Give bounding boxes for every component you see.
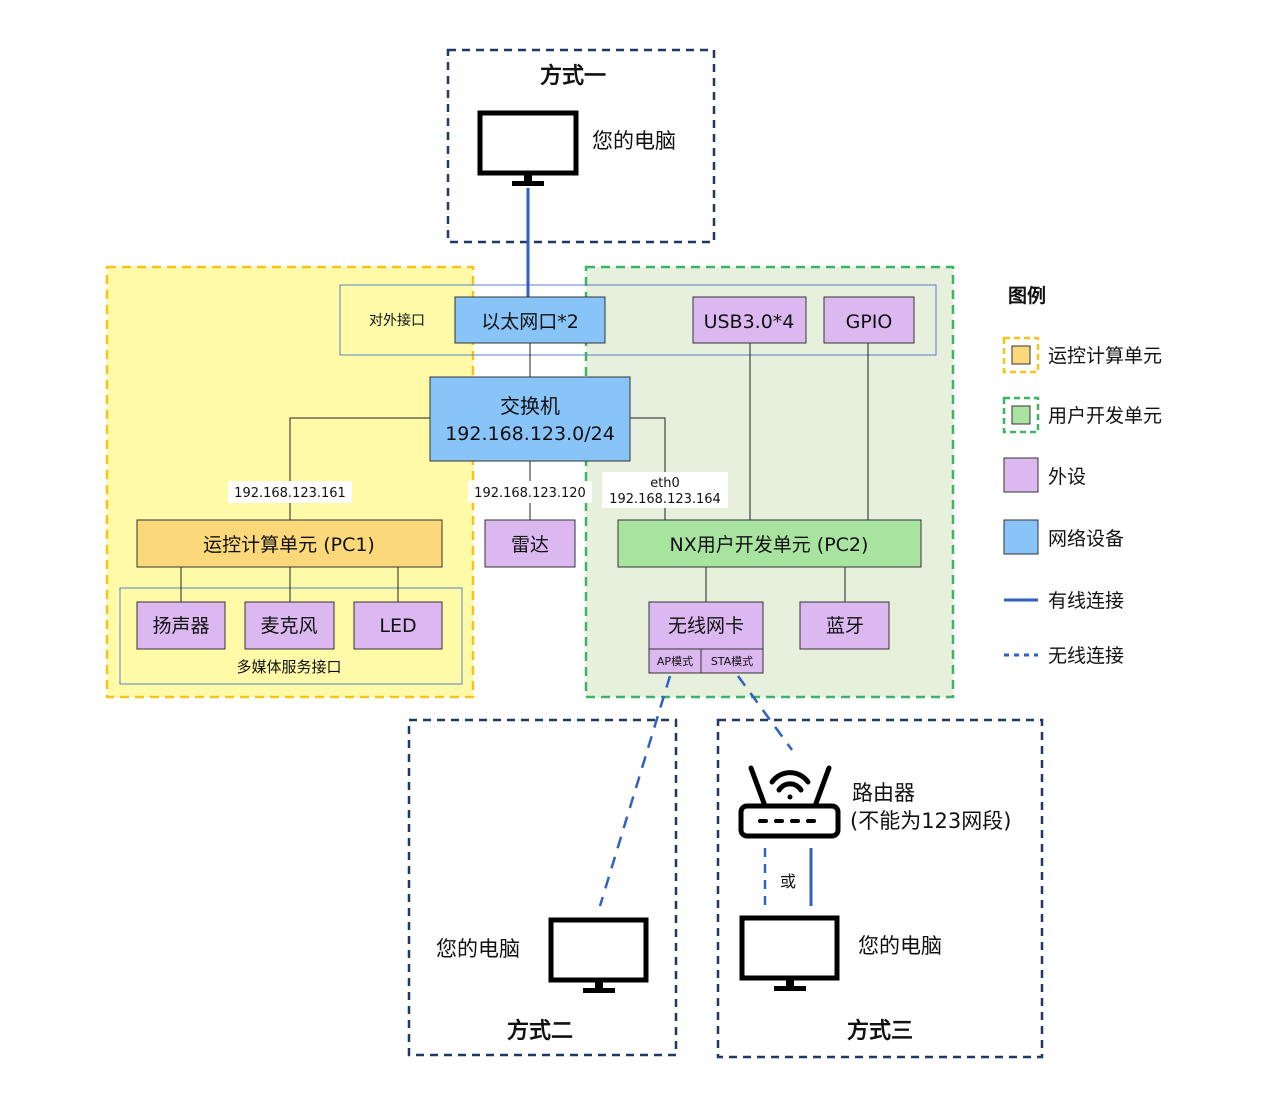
legend-swatch-dev (1002, 396, 1040, 434)
usb-port (692, 296, 807, 344)
ethernet-port (454, 296, 606, 344)
switch-box (429, 376, 631, 462)
method2-title: 方式二 (507, 1018, 573, 1044)
method1-computer-label: 您的电脑 (592, 129, 676, 153)
legend-swatch-peripheral (1003, 457, 1039, 493)
pc1-label: 运控计算单元 (PC1) (203, 534, 375, 556)
legend-swatch-network (1003, 519, 1039, 555)
method1-title: 方式一 (540, 63, 606, 89)
mic-label: 麦克风 (260, 615, 317, 637)
router-note: (不能为123网段) (850, 809, 1011, 833)
radar-box (484, 519, 576, 568)
usb-port-label: USB3.0*4 (704, 311, 795, 333)
router-label: 路由器 (852, 781, 915, 805)
router-icon (738, 765, 841, 839)
or-label: 或 (780, 872, 796, 891)
speaker-box (136, 601, 226, 650)
legend-label-wired: 有线连接 (1048, 590, 1124, 612)
multimedia-label: 多媒体服务接口 (236, 658, 341, 676)
wireless-link-ap (598, 675, 672, 907)
pc2-iface: eth0 (650, 476, 680, 491)
switch-subnet: 192.168.123.0/24 (445, 423, 615, 445)
pc1-ip: 192.168.123.161 (234, 486, 346, 501)
legend-label-motion: 运控计算单元 (1048, 345, 1162, 367)
method3-computer-label: 您的电脑 (858, 934, 942, 958)
mic-box (244, 601, 335, 650)
legend-label-wireless: 无线连接 (1048, 645, 1124, 667)
pc2-ip: 192.168.123.164 (609, 492, 721, 507)
speaker-label: 扬声器 (152, 615, 209, 637)
legend-label-network: 网络设备 (1048, 528, 1124, 550)
legend-title: 图例 (1008, 284, 1046, 307)
legend-label-dev: 用户开发单元 (1048, 405, 1162, 427)
computer-icon (739, 915, 840, 991)
external-interface-frame (339, 284, 937, 356)
legend-swatch-motion (1002, 336, 1040, 374)
pc2-label: NX用户开发单元 (PC2) (670, 534, 869, 556)
gpio-port (823, 296, 915, 344)
bluetooth-label: 蓝牙 (826, 615, 864, 637)
sta-mode-box (700, 648, 764, 674)
legend-label-peripheral: 外设 (1048, 466, 1086, 488)
method1-frame (446, 48, 716, 244)
computer-icon (548, 917, 649, 993)
pc1-box (136, 519, 443, 568)
method3-title: 方式三 (847, 1018, 913, 1044)
multimedia-frame (119, 587, 463, 685)
computer-icon (477, 110, 579, 186)
gpio-port-label: GPIO (846, 311, 893, 333)
switch-name: 交换机 (500, 394, 560, 418)
wifi-card-label: 无线网卡 (668, 615, 744, 637)
bluetooth-box (799, 601, 890, 650)
radar-label: 雷达 (511, 534, 549, 556)
method2-frame (407, 718, 678, 1057)
method2-computer-label: 您的电脑 (436, 937, 520, 961)
ethernet-port-label: 以太网口*2 (481, 311, 579, 333)
led-box (353, 601, 443, 650)
radar-ip: 192.168.123.120 (474, 486, 586, 501)
sta-mode-label: STA模式 (711, 655, 753, 668)
external-interface-label: 对外接口 (369, 312, 425, 329)
wireless-link-sta (736, 675, 794, 751)
led-label: LED (379, 615, 416, 637)
method3-frame (716, 718, 1044, 1059)
ap-mode-label: AP模式 (657, 655, 693, 668)
pc2-box (617, 519, 922, 568)
ap-mode-box (648, 648, 702, 674)
legend: 图例 运控计算单元 用户开发单元 外设 网络设备 有线连接 无线连接 (1002, 284, 1162, 667)
